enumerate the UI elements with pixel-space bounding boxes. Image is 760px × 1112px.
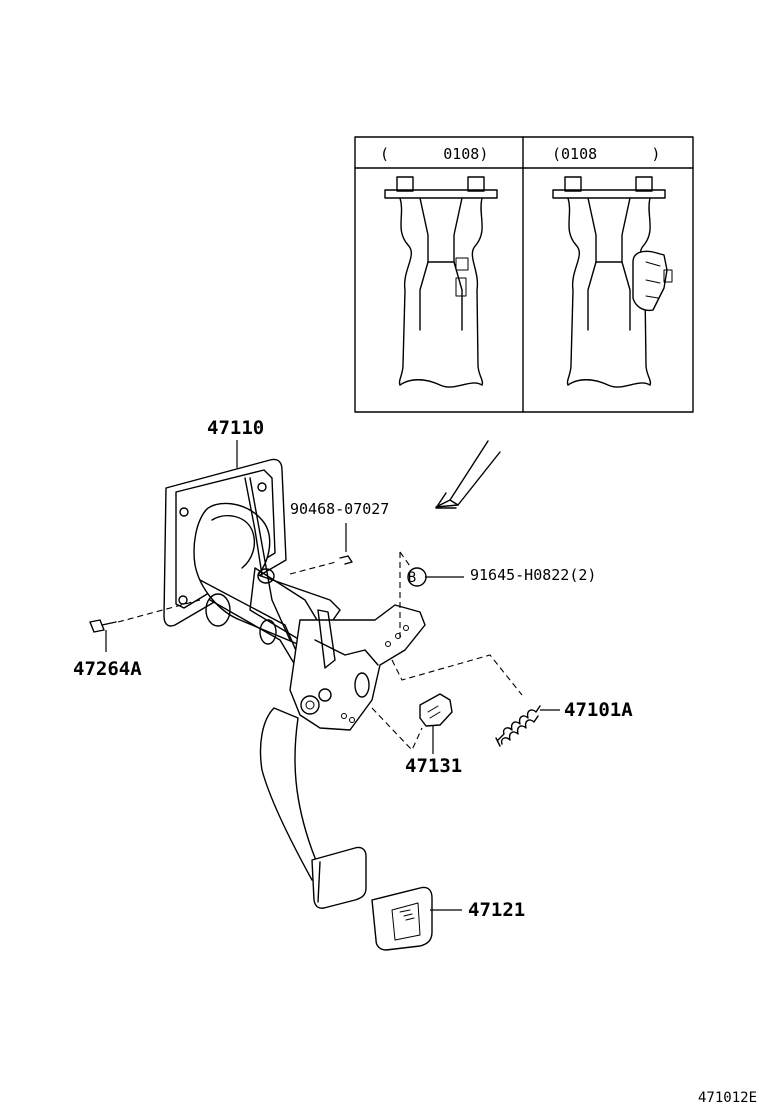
label-90468-07027: 90468-07027 xyxy=(290,500,389,518)
label-47110: 47110 xyxy=(207,417,264,439)
pedal-pad-47121 xyxy=(371,886,462,951)
clip-90468 xyxy=(289,523,353,575)
label-47264A: 47264A xyxy=(73,658,142,680)
inset-box: ( 0108) (0108 ) xyxy=(354,136,694,413)
inset-right-bracket xyxy=(552,176,673,388)
spring-47101A xyxy=(391,654,560,747)
label-ref-b: B xyxy=(408,570,416,586)
pin-47264A xyxy=(89,599,201,652)
diagram-code: 471012E xyxy=(698,1090,757,1106)
cushion-47131 xyxy=(371,693,453,754)
inset-left-bracket xyxy=(384,176,498,388)
bolt-91645 xyxy=(399,551,464,640)
inset-pointer-arrow xyxy=(435,440,501,509)
label-47121: 47121 xyxy=(468,899,525,921)
ref-b-circle xyxy=(407,567,427,587)
label-47101A: 47101A xyxy=(564,699,633,721)
inset-frame xyxy=(354,136,694,413)
label-47131: 47131 xyxy=(405,755,462,777)
inset-right-header: (0108 ) xyxy=(552,145,660,163)
inset-left-header: ( 0108) xyxy=(380,145,488,163)
label-91645-H0822: 91645-H0822(2) xyxy=(470,566,596,584)
pedal-bracket-assembly xyxy=(163,458,426,909)
